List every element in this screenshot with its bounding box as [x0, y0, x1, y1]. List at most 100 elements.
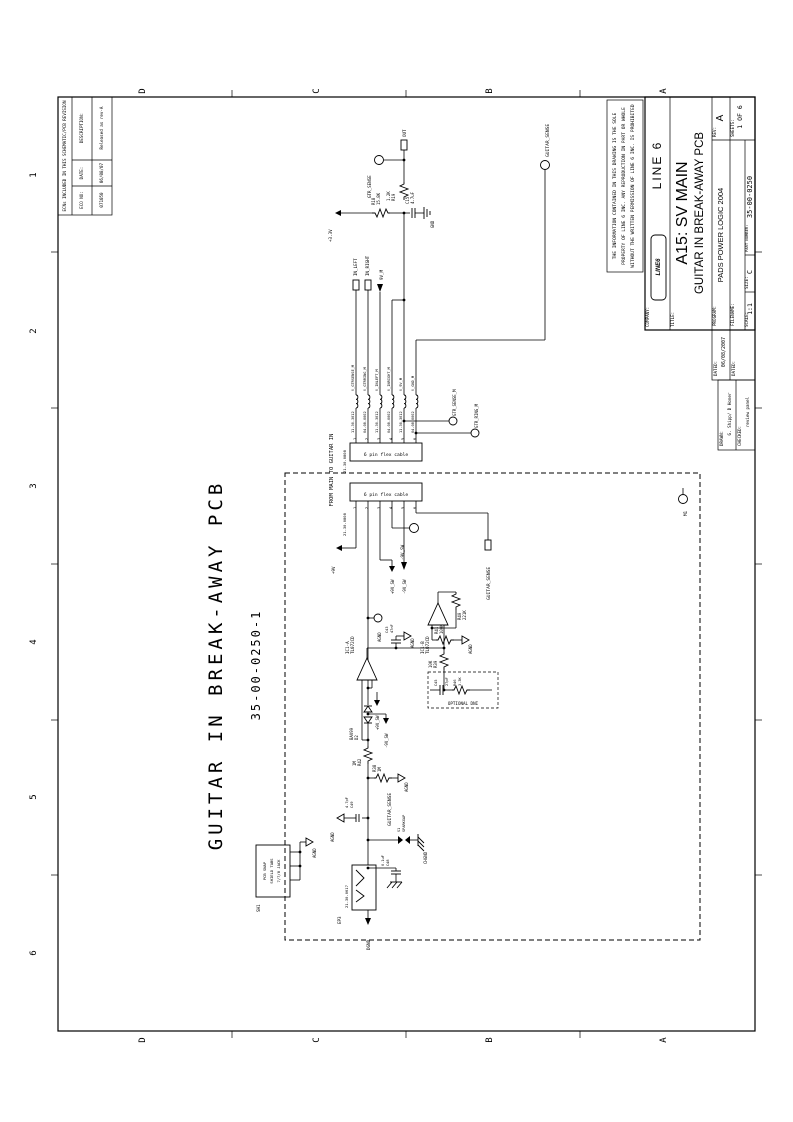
net-tag: [352, 279, 360, 291]
agnd-triangle: [305, 837, 314, 847]
r46-ref: R46: [453, 680, 457, 687]
power-arrow-n9vsw: [401, 562, 407, 570]
connector-lower-body: 6 pin flex cable: [364, 492, 408, 498]
resistor-r41: [436, 634, 454, 646]
pin-number: 3: [376, 507, 381, 509]
ep3-label: EP3: [337, 916, 342, 924]
bead-net-label: V_INRIGHT_M: [387, 366, 391, 391]
net-arrow: [377, 284, 383, 292]
testpoint-n9vsw: [409, 523, 419, 533]
diode-d2a: [363, 705, 373, 713]
sheets-value: 1 OF 6: [736, 105, 744, 129]
pin-number: 2: [364, 438, 369, 440]
sparkgap-electrode: [405, 836, 410, 844]
sh1-text: 7/7/8 JACK: [276, 859, 281, 883]
testpoint-gtr-sense: [374, 155, 384, 165]
ic1a-ref: IC1-A: [345, 641, 350, 654]
ferrite-bead: [367, 394, 371, 409]
bead-net-label: V_INLEFT_M: [375, 369, 379, 391]
breakaway-part-number: 35-00-0250-1: [249, 610, 263, 721]
connector-upper-body: 6 pin flex cable: [364, 452, 408, 458]
bead-part-label: 04-08-0002: [387, 411, 391, 433]
breakaway-circuit: +9V +9V_SW -9V_SW -9V_SW GUITAR_SENSE AG…: [255, 158, 688, 950]
dni-note: OPTIONAL DNI: [448, 701, 479, 706]
revision-date: 06/08/07: [99, 162, 104, 183]
zone-letter: B: [485, 88, 495, 93]
size-value: C: [746, 270, 754, 274]
breakaway-title: GUITAR IN BREAK-AWAY PCB: [205, 480, 227, 851]
r41-ref: R41: [434, 626, 439, 634]
power-arrow-9v: [336, 545, 342, 551]
ic1b-ref: IC1-B: [420, 641, 425, 654]
net-label-3v3: +3.3V: [328, 229, 333, 242]
r41-value: 100K: [439, 624, 444, 634]
zone-number: 3: [29, 483, 39, 488]
testpoint-guitar-sense-label: GUITAR_SENSE: [545, 124, 551, 157]
drawn-label: DRAWN:: [719, 431, 724, 446]
line6-logo: [650, 234, 667, 301]
disclaimer-line: THE INFORMATION CONTAINED IN THIS DRAWIN…: [612, 112, 618, 259]
c43-value: 47nF: [390, 624, 394, 633]
breakaway-box: GUITAR IN BREAK-AWAY PCB 35-00-0250-1: [205, 472, 701, 941]
dgnd-arrow: [365, 918, 371, 925]
ic1a-part: TL072CD: [350, 636, 355, 654]
c15-value: 4.7uF: [410, 191, 415, 204]
c45-ref: C45: [434, 680, 438, 687]
revision-eco: 071050: [99, 192, 104, 208]
r38-ref: R38: [372, 764, 377, 772]
ferrite-bead: [391, 394, 395, 409]
c15-ref: C15: [405, 196, 410, 204]
power-arrow-3v3: [335, 210, 341, 216]
c45-value: 27pF: [445, 677, 449, 686]
testpoint-agnd: [373, 613, 383, 623]
m1-label: M1: [683, 510, 688, 516]
opamp-ic1b: [427, 601, 449, 626]
net-tag-out: [400, 139, 408, 151]
drawing-title-line1: A15: SV MAIN: [674, 161, 691, 264]
c43-ref: C43: [385, 627, 389, 634]
zone-letter: A: [659, 88, 669, 94]
jack-contact: [355, 869, 365, 887]
sense-network: IN_LEFT IN_RIGHT 9V_M R19 1.2K OUT GTR_S…: [328, 124, 551, 438]
d2-ref: D2: [354, 735, 359, 740]
agnd-label: AGND: [330, 832, 335, 842]
testpoint-m2: [470, 428, 480, 438]
power-arrow-9vsw: [389, 566, 395, 572]
revision-eco-label: ECO NO:: [79, 191, 84, 209]
shield-tabs-box: [255, 844, 291, 898]
zone-number: 5: [29, 794, 39, 799]
c48-ref: C48: [386, 860, 390, 867]
connector-upper: [349, 442, 423, 462]
r18-ref: R18: [371, 197, 376, 205]
checked-value: review panel: [745, 396, 750, 427]
pin-number: 3: [376, 438, 381, 440]
testpoint-m1: [448, 416, 458, 426]
ferrite-bead: [415, 394, 419, 409]
net-label-guitar-sense: GUITAR_SENSE: [486, 567, 492, 600]
part-number-value: 35-00-0250: [746, 176, 754, 218]
resistor-r46: [452, 684, 470, 696]
revision-description: Released as rev-A: [99, 106, 104, 149]
bead-part-label: 04-08-0002: [363, 411, 367, 433]
bead-net-label: V_GND_M: [411, 375, 415, 391]
dated1-value: 06/08/2007: [721, 337, 727, 367]
mounting-hole-m1: [678, 494, 688, 504]
r39-ref: R39: [433, 660, 438, 668]
resistor-r18: [372, 207, 390, 219]
bead-part-label: 11-30-3012: [375, 411, 379, 433]
sh1-text: SHIELD TABS: [269, 858, 274, 884]
sparkgap-electrode: [398, 836, 403, 844]
net-label-guitar-sense: GUITAR_SENSE: [387, 793, 393, 826]
testpoint-agnd-label: AGND: [377, 632, 382, 642]
rev-value: A: [715, 114, 726, 121]
title-label: TITLE:: [670, 312, 675, 327]
dgnd-label: DGND: [366, 939, 371, 950]
chgnd-label: CHGND: [423, 851, 428, 864]
junction-dots: [298, 158, 446, 870]
size-label: SIZE:: [744, 276, 749, 289]
gnd-label: GND: [430, 220, 435, 228]
opamp-ic1a: [356, 656, 378, 681]
dni-box: [427, 671, 499, 709]
pin-number: 2: [364, 507, 369, 509]
rev-label: REV:: [712, 127, 717, 137]
